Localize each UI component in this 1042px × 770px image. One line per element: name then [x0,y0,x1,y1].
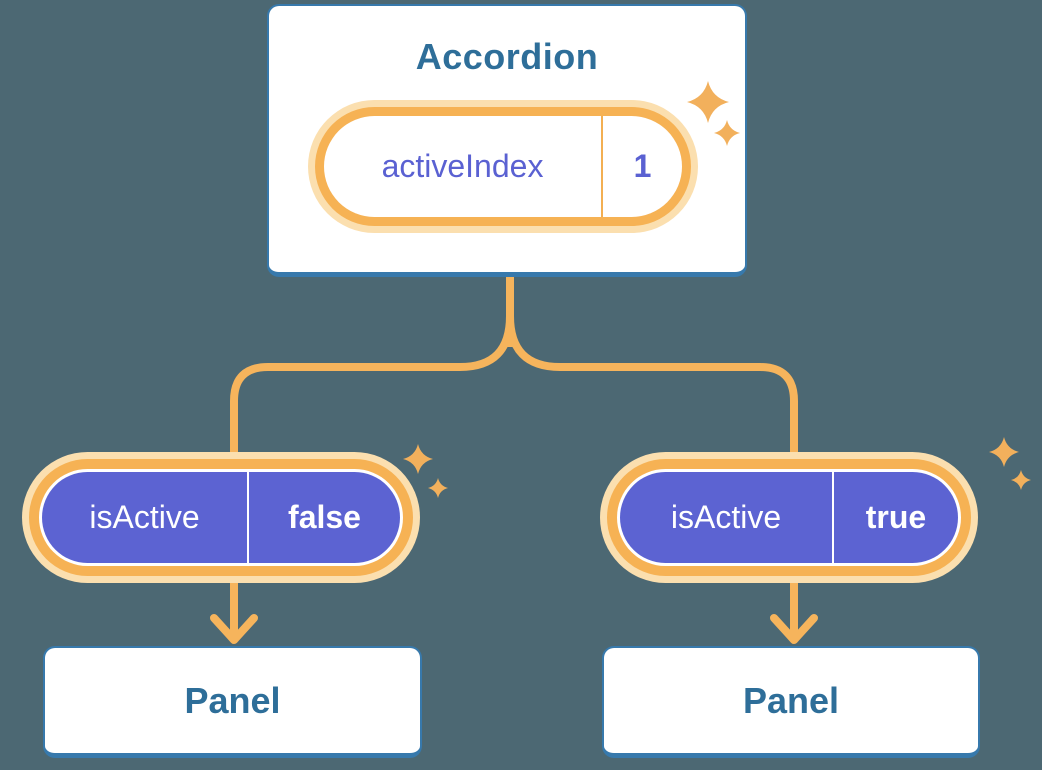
arrow-right-icon [770,614,818,644]
branch-right-line [506,315,798,640]
panel-component-card-left: Panel [43,646,422,758]
prop-value-label: true [865,499,927,535]
prop-value-label: false [288,499,361,535]
state-value-label: 1 [633,148,652,184]
pill-divider [247,472,249,563]
prop-pill-ring: isActive false [29,459,413,576]
prop-pill-right: isActive true [600,452,978,583]
prop-pill-body: isActive false [42,472,400,563]
branch-left-line [230,315,514,640]
prop-key-label: isActive [670,499,782,535]
prop-pill-outline: isActive false [39,469,403,566]
prop-pill-body: isActive true [620,472,958,563]
prop-pill-outline: isActive true [617,469,961,566]
panel-component-card-right: Panel [602,646,980,758]
pill-divider [832,472,834,563]
panel-title: Panel [742,679,840,721]
arrow-left-icon [210,614,258,644]
prop-pill-ring: isActive true [607,459,971,576]
state-pill: activeIndex 1 [308,100,698,233]
prop-pill-left: isActive false [22,452,420,583]
pill-divider [601,116,603,217]
state-pill-body: activeIndex 1 [324,116,682,217]
state-pill-ring: activeIndex 1 [315,107,691,226]
accordion-title: Accordion [415,36,599,77]
panel-title: Panel [184,679,281,721]
prop-key-label: isActive [89,499,200,535]
state-key-label: activeIndex [381,148,544,184]
